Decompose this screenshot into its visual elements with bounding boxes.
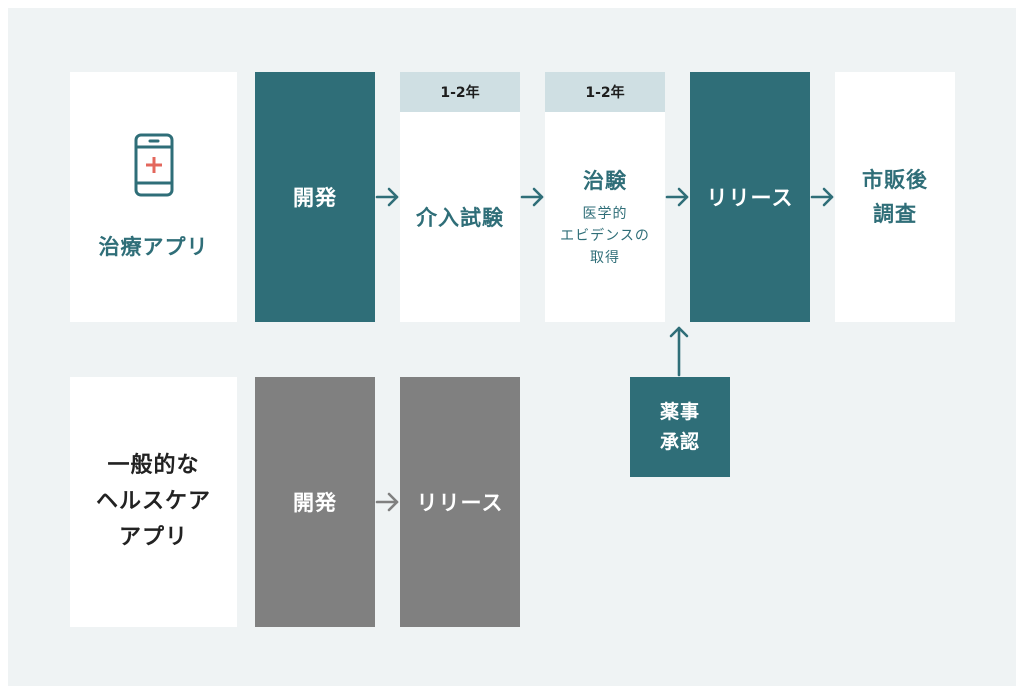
clinical-trial-sub-1: 医学的: [582, 206, 628, 222]
development-box: 開発: [255, 72, 375, 322]
arrow-intervention-to-trial: [520, 187, 544, 207]
general-development-box: 開発: [255, 377, 375, 627]
intervention-trial-label: 介入試験: [416, 206, 504, 230]
post-market-label-1: 市販後: [862, 168, 928, 192]
clinical-trial-label: 治験: [583, 169, 627, 193]
general-app-title-1: 一般的な: [107, 453, 200, 478]
general-release-box: リリース: [400, 377, 520, 627]
post-market-survey-box: 市販後 調査: [835, 72, 955, 322]
regulatory-approval-box: 薬事 承認: [630, 377, 730, 477]
general-app-title-2: ヘルスケア: [95, 489, 211, 514]
development-label: 開発: [293, 186, 337, 210]
intervention-duration-tag: 1-2年: [400, 72, 520, 112]
post-market-label-2: 調査: [873, 202, 917, 226]
arrow-approval-to-release: [669, 326, 689, 377]
approval-label-1: 薬事: [659, 401, 700, 423]
arrow-release-to-post-market: [810, 187, 834, 207]
release-box: リリース: [690, 72, 810, 322]
arrow-general-development-to-release: [375, 492, 399, 512]
general-release-label: リリース: [416, 491, 504, 515]
general-app-title-3: アプリ: [118, 525, 188, 550]
clinical-trial-sub-2: エビデンスの: [560, 228, 650, 244]
arrow-trial-to-release: [665, 187, 689, 207]
release-label: リリース: [706, 186, 794, 210]
smartphone-medical-icon: [134, 133, 173, 197]
approval-label-2: 承認: [659, 431, 700, 453]
therapeutic-app-card: 治療アプリ: [70, 72, 237, 322]
clinical-trial-duration-tag: 1-2年: [545, 72, 665, 112]
clinical-trial-sub-3: 取得: [590, 250, 620, 266]
therapeutic-app-title: 治療アプリ: [98, 235, 209, 259]
general-app-card: 一般的な ヘルスケア アプリ: [70, 377, 237, 627]
general-development-label: 開発: [293, 491, 337, 515]
clinical-trial-box: 治験 医学的 エビデンスの 取得: [545, 112, 665, 322]
arrow-development-to-intervention: [375, 187, 399, 207]
intervention-trial-box: 介入試験: [400, 112, 520, 322]
